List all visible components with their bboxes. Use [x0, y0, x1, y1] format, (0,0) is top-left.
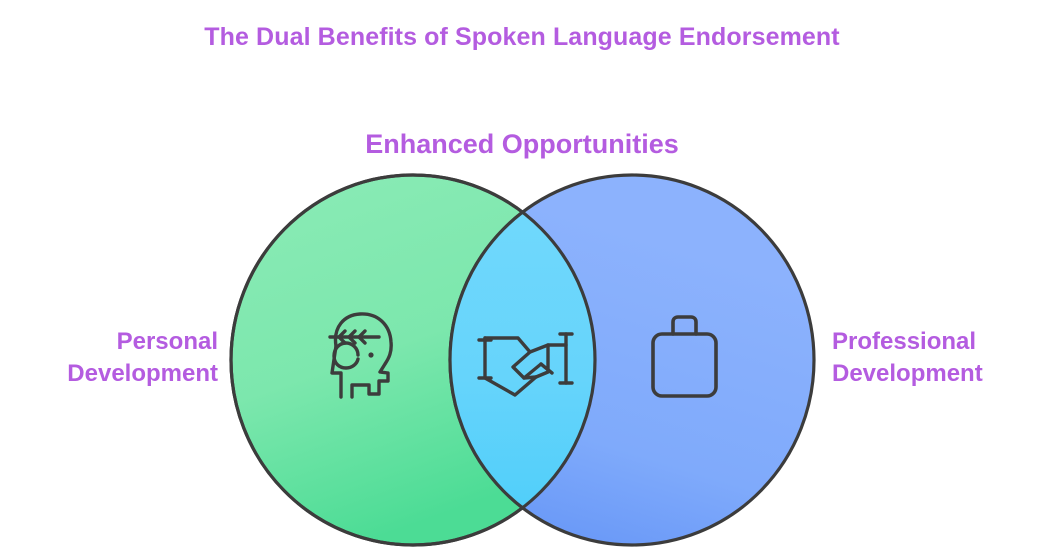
handshake-icon [477, 332, 574, 397]
set-label-professional-development: Professional Development [832, 328, 983, 387]
circle-personal-development-outline [229, 173, 597, 547]
intersection-region-enhanced-opportunities[interactable] [448, 175, 814, 545]
briefcase-icon [651, 315, 718, 398]
head-profile-growth-icon [328, 312, 393, 399]
intersection-label-enhanced-opportunities: Enhanced Opportunities [365, 129, 679, 159]
set-label-personal-development: Personal Development [67, 328, 218, 387]
page-title: The Dual Benefits of Spoken Language End… [204, 23, 840, 51]
